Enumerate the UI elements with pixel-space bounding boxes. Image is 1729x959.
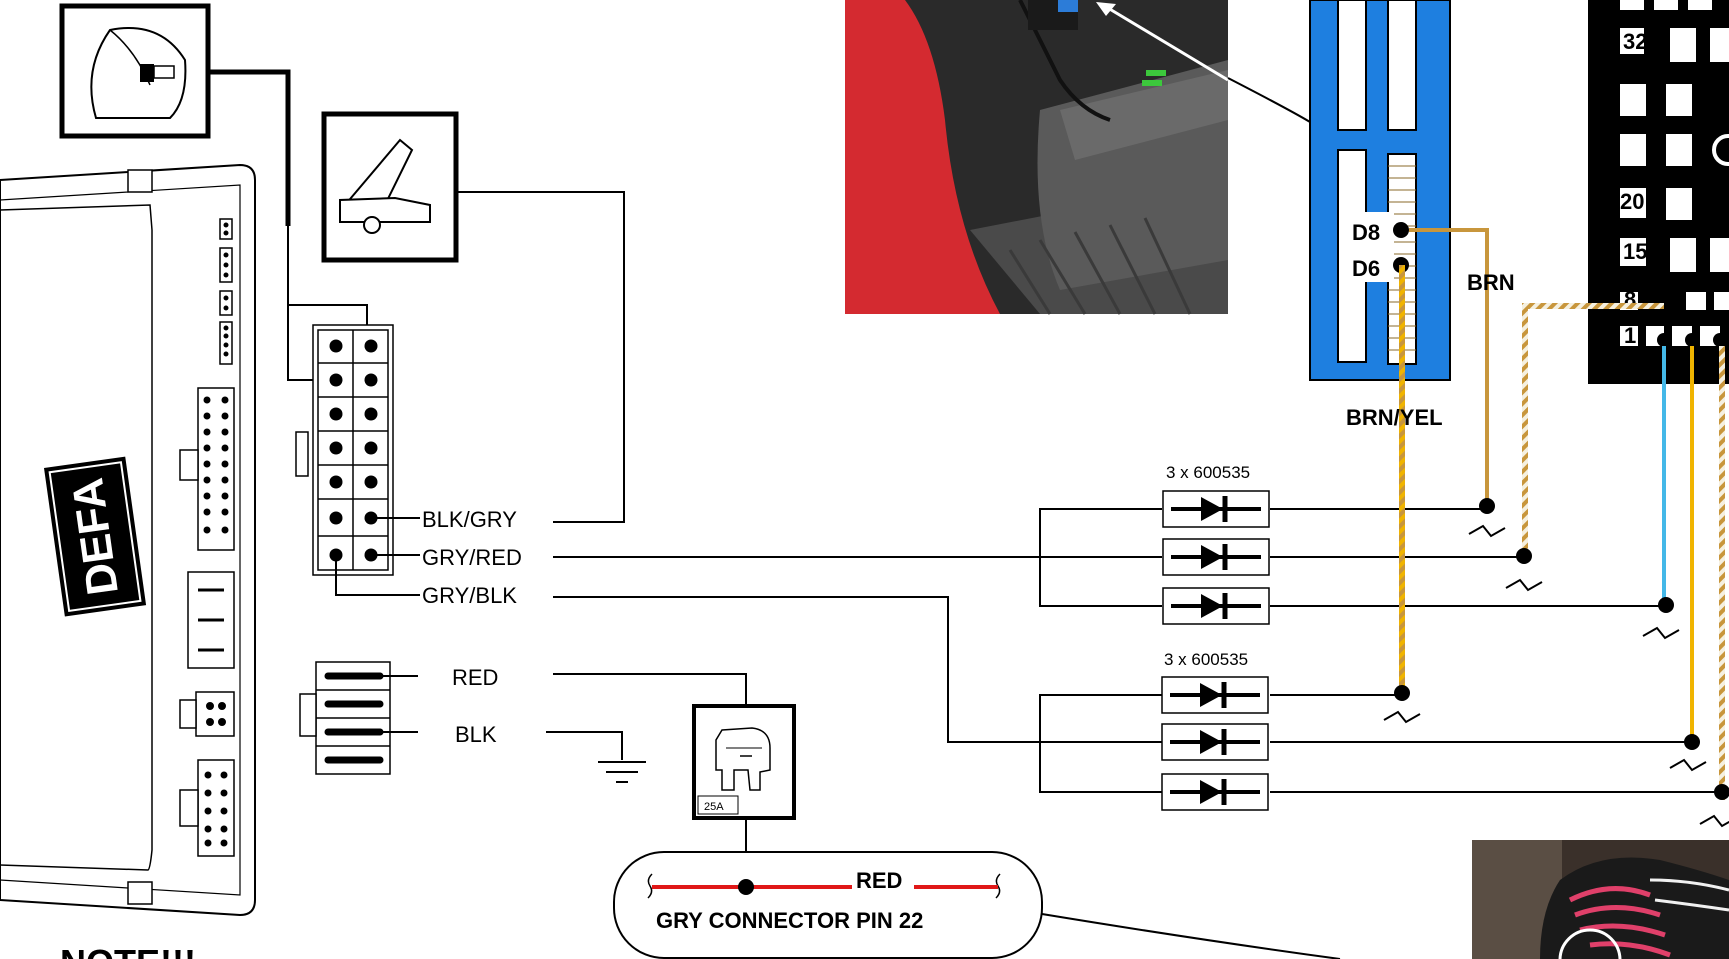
signal-wires: [553, 556, 1162, 743]
pin22-wire-label: RED: [856, 868, 902, 893]
wire-label-brn-yel: BRN/YEL: [1346, 405, 1443, 430]
black-connector-wires: [1522, 303, 1725, 800]
icon-wires: [208, 69, 625, 523]
ground-symbol-icon: [598, 761, 646, 783]
pin-32: 32: [1623, 29, 1647, 54]
door-handle-icon: [321, 111, 459, 263]
wire-label-red: RED: [452, 665, 498, 690]
defa-logo: DEFA: [44, 456, 147, 617]
wire-label-brn: BRN: [1467, 270, 1515, 295]
defa-unit: DEFA NOTE!!!: [0, 163, 256, 959]
diode-group-2: 3 x 600535: [1039, 650, 1729, 810]
main-connector: BLK/GRY GRY/RED GRY/BLK: [295, 324, 522, 608]
connector-pin22-callout: RED GRY CONNECTOR PIN 22: [613, 851, 1341, 959]
hood-switch-icon: [59, 3, 211, 139]
pin-d8: D8: [1352, 220, 1380, 245]
pin22-title: GRY CONNECTOR PIN 22: [656, 908, 923, 933]
power-connector: RED BLK: [299, 661, 747, 783]
blue-connector-wires: [1399, 228, 1489, 690]
diode-group-1-label: 3 x 600535: [1166, 463, 1250, 482]
wire-label-blk-gry: BLK/GRY: [422, 507, 517, 532]
fuse-icon: [715, 727, 771, 791]
harness-photo: [1472, 840, 1729, 959]
unit-port-group: [179, 218, 235, 857]
pin-20: 20: [1620, 189, 1644, 214]
note-text: NOTE!!!: [60, 942, 196, 959]
pin-1: 1: [1624, 323, 1636, 348]
wire-label-gry-blk: GRY/BLK: [422, 583, 517, 608]
ground-terminals: [1383, 525, 1729, 827]
car-photo: [845, 0, 1229, 315]
diode-group-1: 3 x 600535: [1039, 463, 1666, 624]
pin-d6: D6: [1352, 256, 1380, 281]
diode-group-2-label: 3 x 600535: [1164, 650, 1248, 669]
blue-connector: D8 D6: [1309, 0, 1451, 381]
fuse-rating: 25A: [704, 801, 724, 813]
junction-dots: [1394, 498, 1729, 800]
wire-label-gry-red: GRY/RED: [422, 545, 522, 570]
black-connector: 32 20 15 8 1: [1588, 0, 1729, 384]
wire-label-blk: BLK: [455, 722, 497, 747]
pin-15: 15: [1623, 239, 1647, 264]
